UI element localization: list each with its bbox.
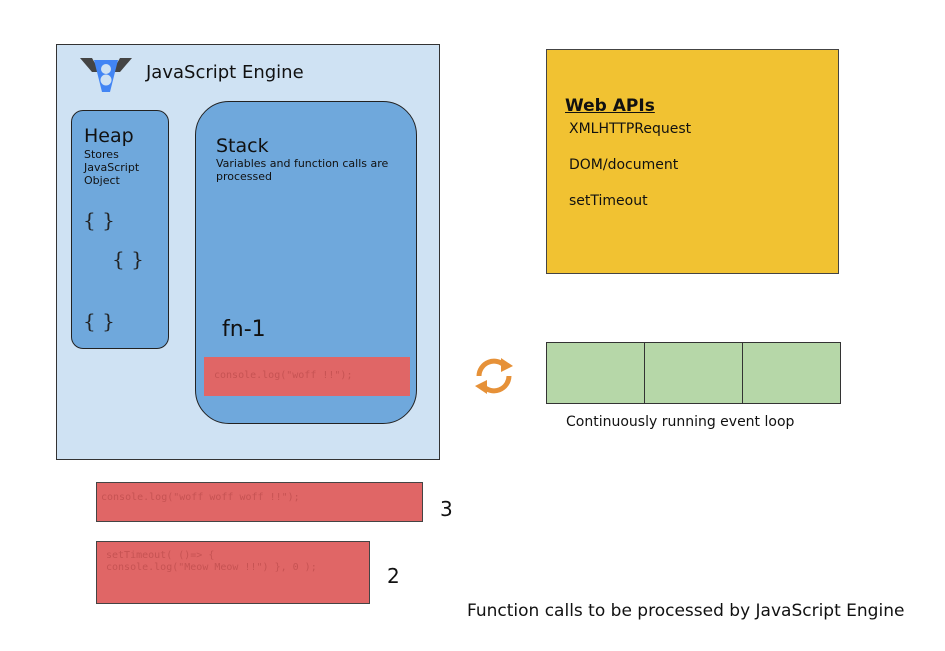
- web-api-item: setTimeout: [569, 193, 648, 209]
- stack-description: Variables and function calls are process…: [216, 157, 389, 183]
- footer-caption: Function calls to be processed by JavaSc…: [467, 601, 905, 621]
- queue-slot: [645, 343, 743, 403]
- event-loop-queue: [546, 342, 841, 404]
- stack-title: Stack: [216, 135, 269, 157]
- web-apis-title: Web APIs: [565, 96, 655, 116]
- pending-call-number: 3: [440, 497, 453, 521]
- pending-call-block: console.log("woff woff woff !!");: [96, 482, 423, 522]
- heap-object-brace: { }: [112, 247, 144, 271]
- heap-description: Stores JavaScript Object: [84, 148, 140, 187]
- heap-object-brace: { }: [83, 309, 115, 333]
- heap-container: [71, 110, 169, 349]
- pending-call-number: 2: [387, 564, 400, 588]
- web-api-item: XMLHTTPRequest: [569, 121, 692, 137]
- queue-slot: [743, 343, 840, 403]
- event-loop-caption: Continuously running event loop: [566, 414, 795, 430]
- web-api-item: DOM/document: [569, 157, 679, 173]
- heap-title: Heap: [84, 125, 134, 147]
- web-apis-box: [546, 49, 839, 274]
- refresh-cycle-icon: [475, 358, 513, 394]
- v8-logo-icon: [80, 58, 132, 92]
- stack-frame-label: fn-1: [222, 317, 266, 342]
- heap-object-brace: { }: [83, 208, 115, 232]
- pending-call-block: setTimeout( ()=> { console.log("Meow Meo…: [96, 541, 370, 604]
- engine-title: JavaScript Engine: [146, 62, 304, 83]
- queue-slot: [547, 343, 645, 403]
- stack-frame-code: console.log("woff !!");: [204, 357, 410, 396]
